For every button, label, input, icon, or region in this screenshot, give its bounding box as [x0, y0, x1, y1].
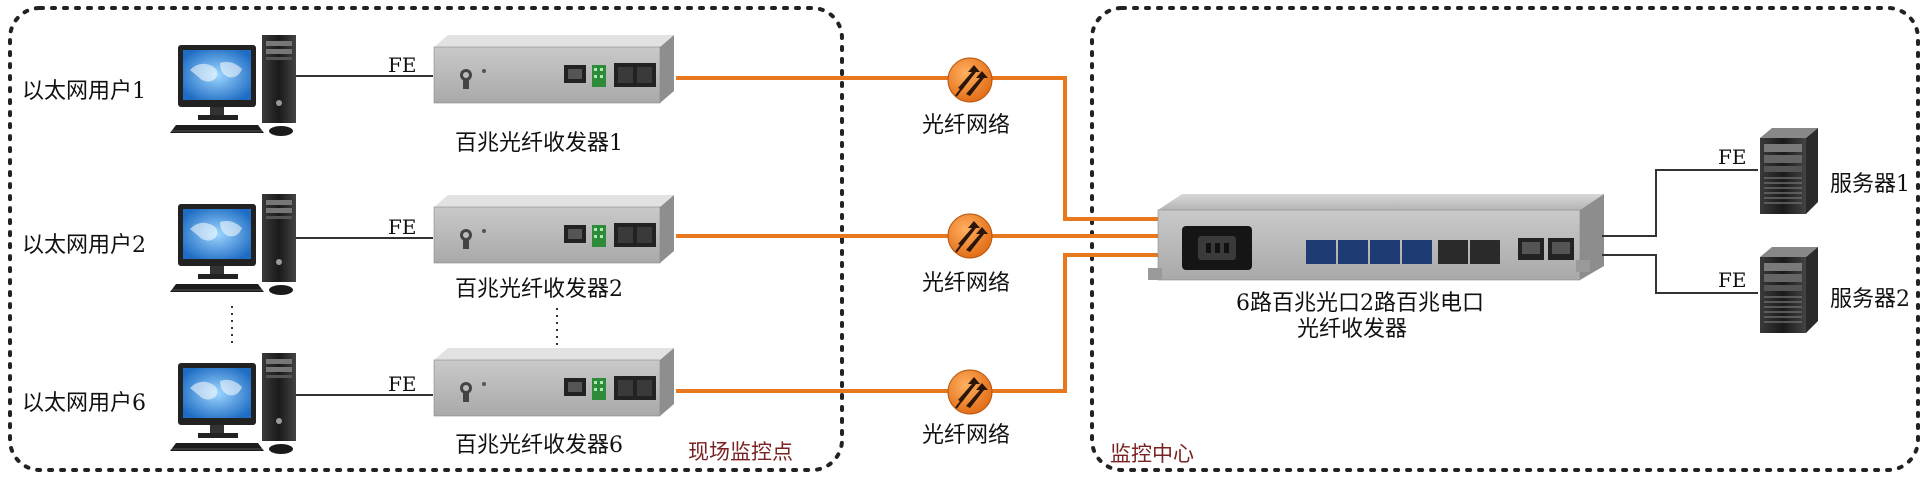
server-links — [1602, 169, 1758, 294]
fiber-ports — [1306, 240, 1500, 264]
server-2-label: 服务器2 — [1830, 287, 1910, 312]
user-2-link-label: FE — [388, 215, 416, 239]
transceiver-1: 百兆光纤收发器1 — [433, 34, 675, 156]
site-zone-border — [8, 6, 844, 472]
transceiver-3: 百兆光纤收发器6 — [433, 347, 675, 458]
user-3-link-label: FE — [388, 372, 416, 396]
server-1-link-label: FE — [1718, 145, 1746, 169]
user-1-label: 以太网用户1 — [22, 79, 146, 104]
computer-icon — [169, 193, 297, 296]
server-2-link-label: FE — [1718, 268, 1746, 292]
main-device-label-line2: 光纤收发器 — [1297, 317, 1407, 342]
transceiver-3-label: 百兆光纤收发器6 — [455, 433, 623, 458]
server-icon — [1759, 127, 1819, 215]
fiber-network-2: 光纤网络 — [922, 213, 1010, 296]
media-converter-icon — [433, 34, 675, 104]
fiber-network-icon — [947, 369, 993, 415]
site-zone-label: 现场监控点 — [688, 440, 793, 464]
fiber-network-icon — [947, 57, 993, 103]
media-converter-icon — [433, 194, 675, 264]
transceiver-2-label: 百兆光纤收发器2 — [455, 277, 623, 302]
server-1-label: 服务器1 — [1830, 172, 1910, 197]
center-zone-border — [1090, 6, 1920, 472]
center-zone-label: 监控中心 — [1110, 442, 1194, 466]
server-1: 服务器1 — [1759, 127, 1910, 215]
user-2: 以太网用户2 — [22, 193, 297, 296]
transceiver-1-label: 百兆光纤收发器1 — [455, 131, 623, 156]
fiber-network-icon — [947, 213, 993, 259]
user-3: 以太网用户6 — [22, 352, 297, 455]
media-converter-icon — [433, 347, 675, 417]
fiber-link-3 — [676, 253, 1158, 393]
ethernet-ports — [1518, 238, 1574, 260]
main-transceiver: 6路百兆光口2路百兆电口 光纤收发器 — [1148, 194, 1604, 342]
ethernet-links — [290, 75, 433, 396]
server-2: 服务器2 — [1759, 246, 1910, 334]
user-2-label: 以太网用户2 — [22, 233, 146, 258]
fiber-links — [676, 76, 1158, 393]
user-1-link-label: FE — [388, 53, 416, 77]
fiber-network-1: 光纤网络 — [922, 57, 1010, 138]
main-device-label-line1: 6路百兆光口2路百兆电口 — [1236, 291, 1484, 316]
computer-icon — [169, 34, 297, 137]
fiber-network-3: 光纤网络 — [922, 369, 1010, 448]
fiber-network-2-label: 光纤网络 — [922, 271, 1010, 296]
fiber-network-3-label: 光纤网络 — [922, 423, 1010, 448]
fiber-network-1-label: 光纤网络 — [922, 113, 1010, 138]
user-3-label: 以太网用户6 — [22, 391, 146, 416]
server-icon — [1759, 246, 1819, 334]
user-1: 以太网用户1 — [22, 34, 297, 137]
transceiver-2: 百兆光纤收发器2 — [433, 194, 675, 302]
computer-icon — [169, 352, 297, 455]
fiber-link-1 — [676, 76, 1158, 221]
